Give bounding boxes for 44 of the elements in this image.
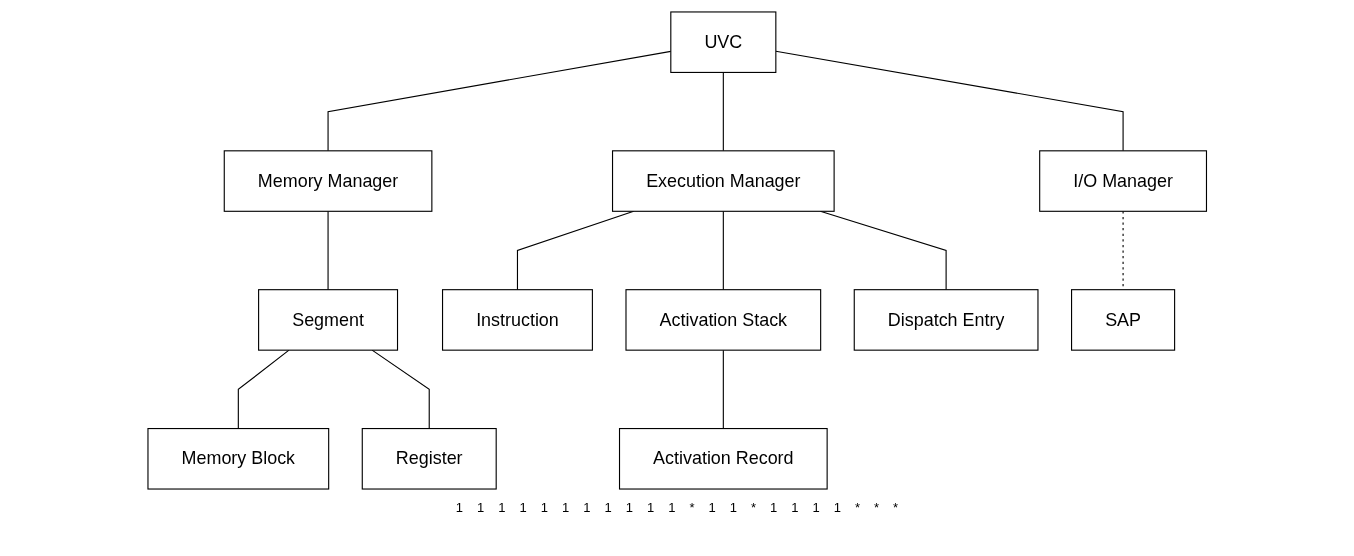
multiplicity-label: 1 — [667, 500, 677, 515]
multiplicity-label: 1 — [728, 500, 738, 515]
multiplicity-label: 1 — [603, 500, 613, 515]
multiplicity-label: 1 — [476, 500, 486, 515]
multiplicity-label: 1 — [832, 500, 842, 515]
multiplicity-label: 1 — [582, 500, 592, 515]
multiplicity-label: 1 — [561, 500, 571, 515]
multiplicity-label: * — [853, 500, 861, 515]
connector — [819, 210, 947, 290]
node-box: Instruction — [441, 288, 593, 351]
connector — [237, 349, 290, 429]
node-box: Register — [361, 427, 497, 490]
multiplicity-label: 1 — [790, 500, 800, 515]
multiplicity-label: 1 — [811, 500, 821, 515]
multiplicity-label: 1 — [454, 500, 465, 515]
node-box: Activation Record — [618, 427, 828, 490]
node-box: Memory Manager — [223, 149, 433, 212]
multiplicity-label: 1 — [769, 500, 779, 515]
node-box: Execution Manager — [611, 149, 835, 212]
connector — [516, 210, 634, 290]
node-box: Segment — [257, 288, 398, 351]
node-box: I/O Manager — [1038, 149, 1207, 212]
node-box: UVC — [670, 10, 777, 73]
connector — [327, 210, 329, 290]
node-box: Memory Block — [147, 427, 329, 490]
multiplicity-label: 1 — [539, 500, 549, 515]
connector — [371, 349, 430, 429]
node-box: Dispatch Entry — [853, 288, 1039, 351]
multiplicity-label: * — [873, 500, 881, 515]
connector — [722, 71, 724, 151]
connector — [722, 210, 724, 290]
multiplicity-label: 1 — [645, 500, 656, 515]
multiplicity-label: 1 — [518, 500, 528, 515]
connector — [722, 349, 724, 429]
multiplicity-label: 1 — [497, 500, 507, 515]
connector — [1122, 210, 1124, 290]
multiplicity-label: * — [688, 500, 696, 515]
node-box: Activation Stack — [625, 288, 821, 351]
multiplicity-label: * — [749, 500, 757, 515]
connector — [775, 50, 1124, 151]
multiplicity-label: 1 — [624, 500, 634, 515]
multiplicity-label: 1 — [707, 500, 717, 515]
multiplicity-label: * — [892, 500, 900, 515]
node-box: SAP — [1070, 288, 1175, 351]
